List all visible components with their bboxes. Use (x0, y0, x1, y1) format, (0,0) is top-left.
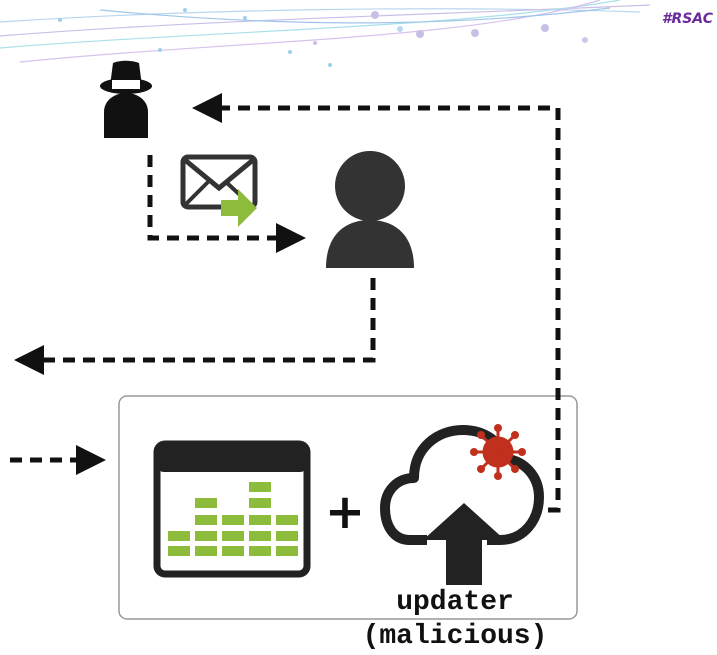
connector-attacker-to-user (147, 155, 306, 253)
connector-user-to-left-exit (13, 278, 376, 375)
virus-icon (470, 424, 526, 480)
malicious-label: (malicious) (362, 621, 548, 652)
plus-sign: + (325, 484, 365, 540)
equalizer-app-icon (153, 440, 311, 578)
connector-updater-to-attacker (192, 93, 561, 513)
updater-label: updater (396, 587, 514, 618)
flow-connectors (10, 93, 561, 513)
cloud-upload-icon (380, 425, 544, 585)
rsac-hashtag: #RSAC (661, 11, 713, 27)
header-swoosh-decoration (0, 0, 651, 67)
email-forward-icon (180, 154, 258, 227)
user-icon (326, 151, 414, 268)
attacker-icon (100, 60, 152, 138)
